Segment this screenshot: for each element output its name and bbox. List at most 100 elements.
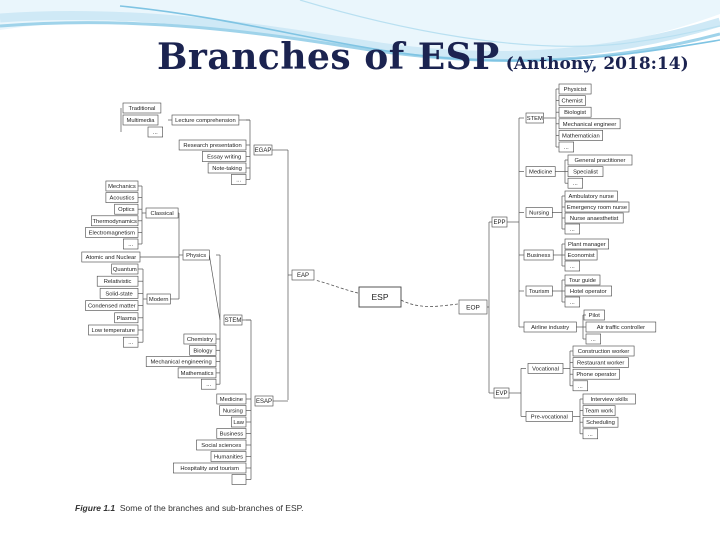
epp-business-economist-box: Economist [564, 249, 598, 261]
epp-nursing-ambulatory-nurse-box-label: Ambulatory nurse [568, 194, 613, 200]
stem-mechanical-engineering-box-label: Mechanical engineering [150, 360, 211, 366]
epp-stem-biologist-box: Biologist [558, 106, 592, 118]
egap-multimedia-box: Multimedia [122, 114, 159, 126]
epp-medicine-box: Medicine [525, 166, 556, 177]
esap-subject-business-box: Business [216, 428, 247, 439]
egap-essay-writing-box: Essay writing [202, 151, 247, 162]
classical-optics-box: Optics [114, 203, 139, 215]
classical-thermodynamics-box: Thermodynamics [91, 215, 139, 227]
slide-title: Branches of ESP(Anthony, 2018:14) [157, 36, 689, 78]
physics-modern-box-label: Modern [149, 297, 169, 303]
epp-airline-industry-box-label: Airline industry [531, 325, 569, 331]
esap-subject-medicine-box: Medicine [216, 393, 247, 405]
classical-thermodynamics-box-label: Thermodynamics [92, 219, 137, 225]
evp-vocational-restaurant-worker-box-label: Restaurant worker [577, 361, 624, 367]
epp-airline-industry-box: Airline industry [523, 321, 577, 333]
caption-figure-number: Figure 1.1 [75, 503, 116, 513]
epp-box-label: EPP [493, 220, 505, 226]
eop-box-label: EOP [466, 304, 480, 311]
physics-modern-box: Modern [146, 293, 171, 305]
epp-stem-physicist-box-label: Physicist [564, 87, 587, 93]
modern-solid-state-box: Solid-state [99, 288, 139, 299]
physics-classical-box: Classical [145, 207, 179, 219]
esp-root-box: ESP [358, 286, 402, 308]
epp-medicine-specialist-box-label: Specialist [573, 170, 598, 176]
epp-nursing-ellipsis-box-label: ... [570, 227, 575, 233]
epp-medicine-ellipsis-box: ... [567, 177, 583, 189]
egap-ellipsis-box-label: ... [153, 130, 158, 136]
epp-business-plant-manager-box-label: Plant manager [568, 242, 606, 248]
title-citation: (Anthony, 2018:14) [505, 54, 689, 74]
esp-root-box-label: ESP [371, 292, 388, 302]
modern-plasma-box: Plasma [114, 312, 139, 324]
esap-subject-hospitality-and-tourism-box: Hospitality and tourism [173, 462, 247, 474]
egap-traditional-box-label: Traditional [129, 106, 156, 112]
epp-stem-physicist-box: Physicist [558, 83, 592, 95]
modern-ellipsis-box-label: ... [128, 340, 133, 346]
epp-tourism-box: Tourism [525, 285, 553, 297]
epp-stem-chemist-box: Chemist [558, 95, 586, 106]
egap-ellipsis-box: ... [231, 174, 247, 185]
epp-business-ellipsis-box: ... [564, 260, 580, 272]
esap-subject-social-sciences-box: Social sciences [196, 439, 247, 451]
stem-biology-box-label: Biology [193, 348, 212, 354]
evp-pre-vocational-ellipsis-box: ... [582, 428, 598, 440]
epp-tourism-tour-guide-box: Tour guide [564, 274, 601, 286]
epp-stem-box-label: STEM [527, 116, 543, 122]
epp-tourism-hotel-operator-box-label: Hotel operator [570, 289, 607, 295]
epp-airline-industry-pilot-box-label: Pilot [589, 313, 601, 319]
epp-business-box-label: Business [527, 253, 551, 259]
stem-ellipsis-box-label: ... [206, 382, 211, 388]
evp-vocational-phone-operator-box-label: Phone operator [576, 372, 616, 378]
evp-box-label: EVP [495, 391, 507, 397]
modern-plasma-box-label: Plasma [117, 316, 137, 322]
epp-medicine-box-label: Medicine [529, 170, 552, 176]
eop-box: EOP [458, 299, 488, 315]
epp-tourism-ellipsis-box: ... [564, 296, 580, 308]
evp-box: EVP [493, 387, 510, 399]
stem-chemistry-box-label: Chemistry [187, 337, 213, 343]
esap-box: ESAP [254, 395, 274, 407]
modern-relativistic-box-label: Relativistic [104, 279, 132, 285]
epp-nursing-nurse-anaesthetist-box: Nurse anaesthetist [564, 212, 624, 224]
physics-classical-box-label: Classical [150, 211, 173, 217]
physics-atomic-nuclear-box: Atomic and Nuclear [81, 251, 141, 263]
modern-low-temperature-box: Low temperature [88, 324, 139, 336]
epp-medicine-general-practitioner-box-label: General practitioner [575, 158, 626, 164]
epp-airline-industry-air-traffic-controller-box-label: Air traffic controller [597, 325, 645, 331]
esap-subject-humanities-box: Humanities [210, 451, 247, 462]
esap-stem-box-label: STEM [225, 318, 242, 324]
classical-optics-box-label: Optics [118, 207, 135, 213]
stem-biology-box: Biology [189, 344, 217, 356]
epp-stem-chemist-box-label: Chemist [562, 99, 584, 105]
epp-nursing-ambulatory-nurse-box: Ambulatory nurse [564, 190, 618, 202]
epp-stem-box: STEM [525, 112, 544, 124]
epp-business-plant-manager-box: Plant manager [564, 238, 610, 250]
epp-business-economist-box-label: Economist [568, 253, 595, 259]
epp-stem-ellipsis-box-label: ... [564, 145, 569, 151]
stem-mathematics-box: Mathematics [177, 367, 217, 379]
epp-medicine-ellipsis-box-label: ... [573, 181, 578, 187]
egap-research-presentation-box: Research presentation [178, 139, 247, 151]
epp-airline-industry-ellipsis-box: ... [585, 333, 601, 345]
egap-lecture-comprehension-box-label: Lecture comprehension [175, 118, 236, 124]
classical-electromagnetism-box-label: Electromagnetism [89, 230, 136, 236]
egap-lecture-comprehension-box: Lecture comprehension [171, 114, 240, 126]
classical-ellipsis-box-label: ... [128, 242, 133, 248]
header-swoosh-decoration [0, 0, 720, 63]
evp-pre-vocational-interview-skills-box: Interview skills [582, 393, 636, 405]
epp-stem-mathematician-box: Mathematician [558, 130, 604, 141]
evp-pre-vocational-interview-skills-box-label: Interview skills [591, 397, 628, 403]
stem-ellipsis-box: ... [201, 378, 217, 390]
evp-vocational-construction-worker-box-label: Construction worker [578, 349, 630, 355]
epp-airline-industry-ellipsis-box-label: ... [591, 337, 596, 343]
epp-business-box: Business [523, 249, 554, 261]
evp-vocational-construction-worker-box: Construction worker [572, 345, 635, 357]
stem-mathematics-box-label: Mathematics [181, 371, 214, 377]
stem-mechanical-engineering-box: Mechanical engineering [145, 356, 217, 367]
evp-vocational-ellipsis-box: ... [572, 380, 588, 392]
classical-mechanics-box: Mechanics [105, 180, 139, 192]
epp-medicine-general-practitioner-box: General practitioner [567, 154, 633, 166]
physics-box: Physics [182, 249, 210, 261]
